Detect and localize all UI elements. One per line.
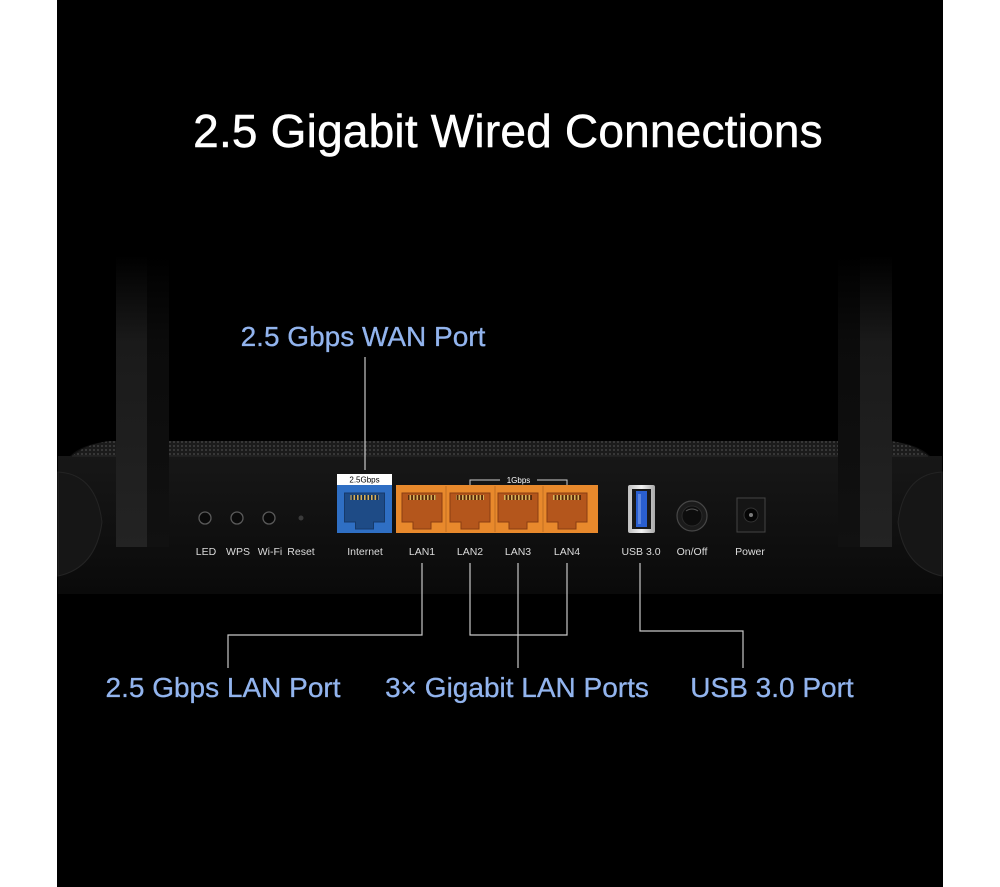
label-lan1: LAN1 [408, 546, 436, 558]
lan3-port [497, 492, 539, 530]
label-internet: Internet [347, 546, 383, 558]
led-button [198, 511, 212, 525]
lan2-port [449, 492, 491, 530]
label-wps: WPS [226, 546, 250, 558]
label-usb: USB 3.0 [621, 546, 661, 558]
leader-line-lan1 [227, 563, 423, 668]
label-wifi: Wi-Fi [257, 546, 283, 558]
label-lan4: LAN4 [553, 546, 581, 558]
vented-top-surface [72, 441, 928, 456]
power-switch [676, 500, 708, 532]
label-lan2: LAN2 [456, 546, 484, 558]
left-side-cap [57, 471, 103, 577]
label-lan3: LAN3 [504, 546, 532, 558]
lan-speed-bracket: 1Gbps [469, 476, 568, 485]
wifi-button [262, 511, 276, 525]
leader-line-usb [639, 563, 744, 668]
callout-wan-port: 2.5 Gbps WAN Port [240, 321, 486, 352]
left-antenna [116, 255, 169, 547]
lan-port-block [396, 485, 598, 533]
callout-gigabit-lan-ports: 3× Gigabit LAN Ports [385, 672, 649, 703]
page-title: 2.5 Gigabit Wired Connections [193, 105, 823, 158]
label-reset: Reset [287, 546, 315, 558]
callout-usb-port: USB 3.0 Port [690, 672, 854, 703]
internet-speed-tag-box [337, 474, 392, 485]
internet-speed-tag: 2.5Gbps [349, 476, 379, 485]
wps-button [230, 511, 244, 525]
lan1-port [401, 492, 443, 530]
label-power: Power [735, 546, 765, 558]
lan-speed-tag: 1Gbps [507, 476, 531, 485]
label-led: LED [195, 546, 217, 558]
label-onoff: On/Off [676, 546, 708, 558]
usb-port [628, 485, 655, 533]
callout-2-5g-lan-port: 2.5 Gbps LAN Port [105, 672, 341, 703]
right-side-cap [897, 471, 943, 577]
power-jack [736, 497, 766, 533]
reset-pinhole [298, 515, 304, 521]
right-antenna [838, 255, 892, 547]
internet-port: 2.5Gbps [337, 474, 392, 533]
lan4-port [546, 492, 588, 530]
